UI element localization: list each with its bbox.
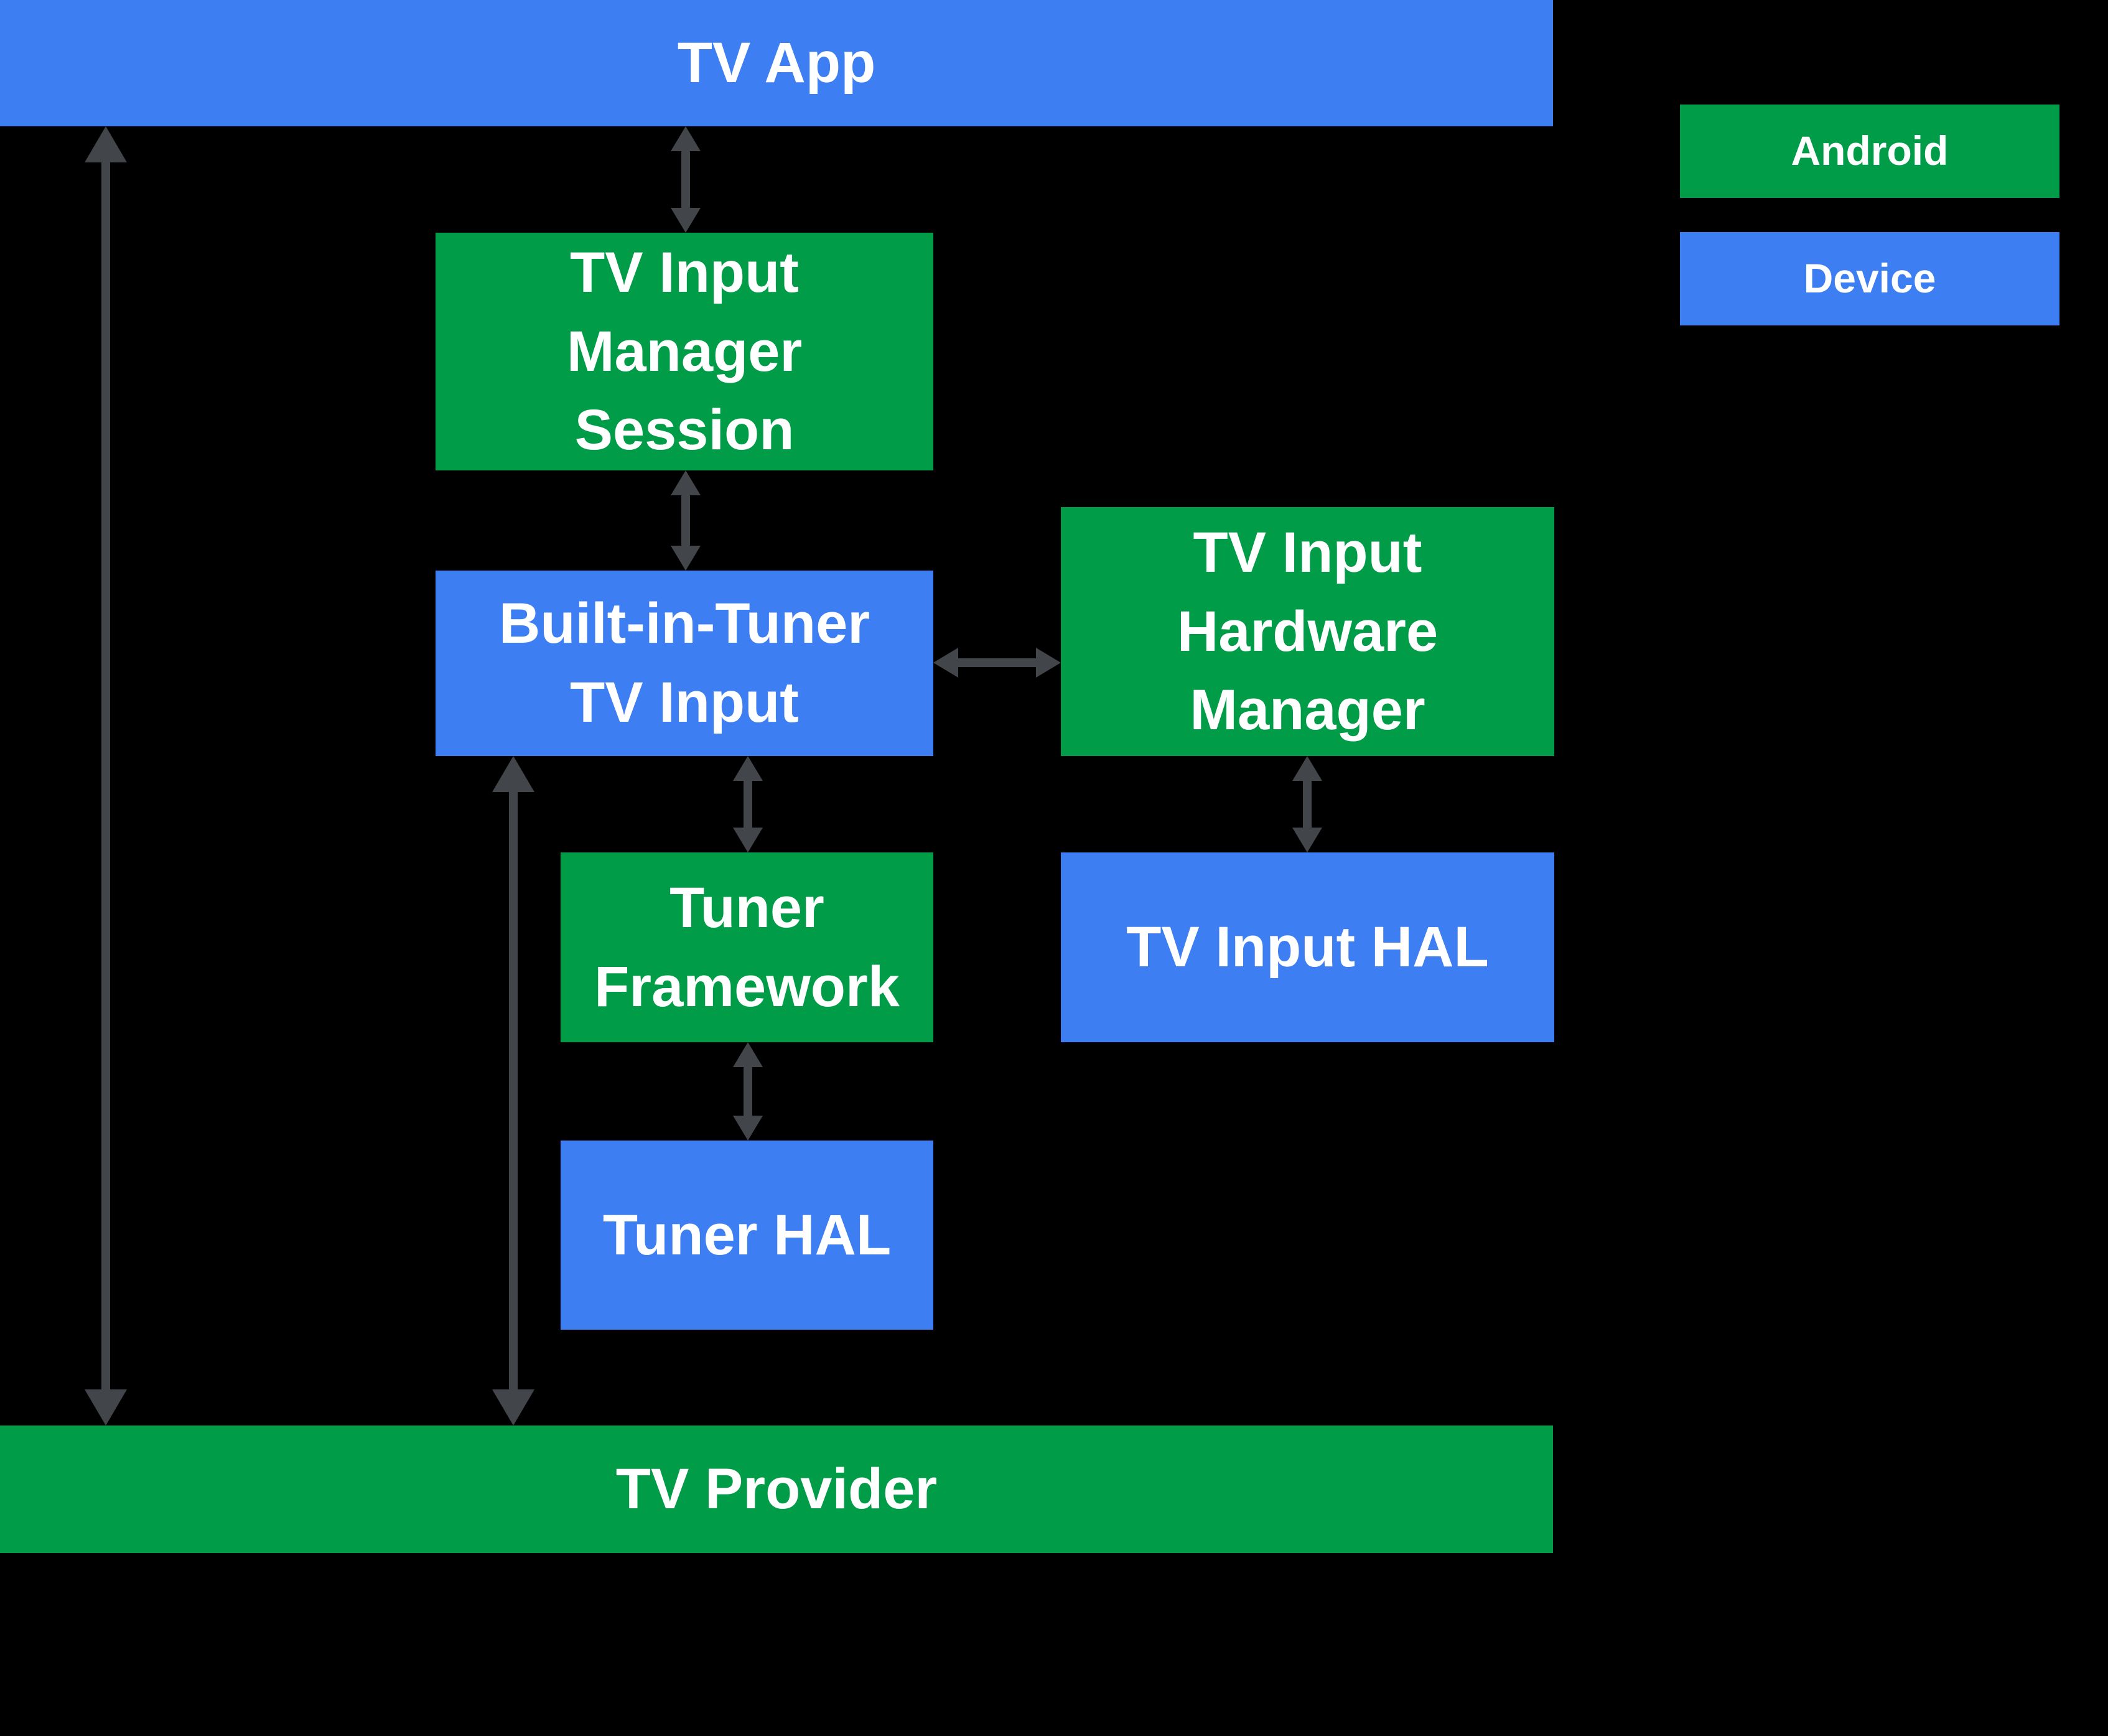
arrowhead-down-icon — [733, 1116, 763, 1141]
arrow-shaft — [681, 489, 690, 552]
node-tv-input-manager-session: TV Input Manager Session — [436, 233, 933, 470]
node-tv-app: TV App — [0, 0, 1553, 126]
arrow-shaft — [1303, 775, 1312, 834]
node-tv-input-hal: TV Input HAL — [1061, 852, 1554, 1042]
arrow-built-in-tuner-tv-input-hardware-manager — [933, 638, 1061, 688]
arrow-shaft — [509, 783, 518, 1398]
arrowhead-down-icon — [671, 546, 701, 571]
arrowhead-down-icon — [492, 1389, 534, 1426]
arrow-tuner-framework-tuner-hal — [723, 1042, 773, 1141]
arrow-shaft — [952, 658, 1042, 667]
legend-android: Android — [1680, 105, 2059, 198]
arrowhead-down-icon — [1292, 828, 1322, 852]
node-tuner-hal: Tuner HAL — [561, 1141, 933, 1330]
arrow-shaft — [744, 1061, 752, 1122]
node-tuner-framework: Tuner Framework — [561, 852, 933, 1042]
arrow-tv-input-hardware-manager-tv-input-hal — [1282, 756, 1332, 852]
node-built-in-tuner-tv-input: Built-in-Tuner TV Input — [436, 571, 933, 756]
arrow-tv-app-tv-input-manager-session — [661, 126, 711, 233]
node-tv-provider: TV Provider — [0, 1426, 1553, 1553]
arrow-tv-input-manager-session-built-in-tuner — [661, 470, 711, 571]
arrow-shaft — [744, 775, 752, 834]
node-tv-input-hardware-manager: TV Input Hardware Manager — [1061, 507, 1554, 756]
arrow-built-in-tuner-tv-provider — [488, 756, 538, 1426]
legend-device: Device — [1680, 232, 2059, 325]
arrow-shaft — [101, 154, 110, 1398]
arrow-built-in-tuner-tuner-framework — [723, 756, 773, 852]
arrow-tv-app-tv-provider — [81, 126, 131, 1426]
arrowhead-down-icon — [733, 828, 763, 852]
arrowhead-down-icon — [671, 208, 701, 233]
arrow-shaft — [681, 145, 690, 214]
arrowhead-right-icon — [1036, 648, 1061, 678]
arrowhead-down-icon — [85, 1389, 127, 1426]
